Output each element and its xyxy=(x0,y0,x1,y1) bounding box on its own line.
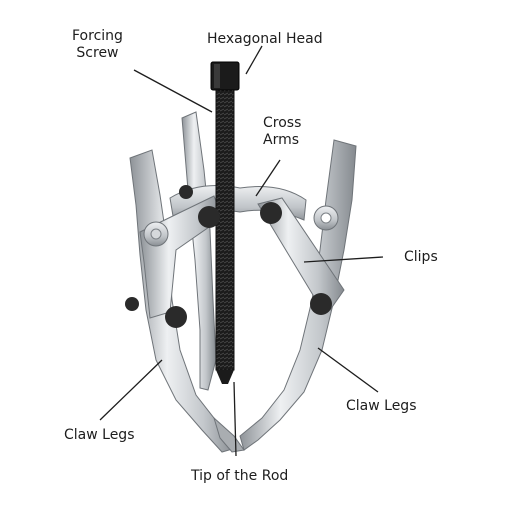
label-cross-arms: Cross Arms xyxy=(263,115,301,149)
leader-tip-of-rod xyxy=(233,381,237,457)
leader-forcing-screw xyxy=(133,69,213,113)
right-arm-clip xyxy=(257,197,345,311)
bolt xyxy=(165,306,187,328)
label-forcing-screw-line1: Forcing xyxy=(72,28,123,44)
label-claw-legs-right: Claw Legs xyxy=(346,398,417,414)
back-claw-leg xyxy=(181,111,217,391)
leader-claw-legs-right xyxy=(317,347,379,393)
label-cross-arms-line2: Arms xyxy=(263,132,300,148)
leader-claw-legs-left xyxy=(99,359,163,421)
screw-tip xyxy=(216,370,234,384)
forcing-screw xyxy=(215,85,235,371)
label-forcing-screw-line2: Screw xyxy=(76,45,119,61)
bolt xyxy=(125,297,139,311)
bolt xyxy=(198,206,220,228)
label-cross-arms-line1: Cross xyxy=(263,115,302,131)
label-forcing-screw: Forcing Screw xyxy=(72,28,123,62)
label-hexagonal-head: Hexagonal Head xyxy=(207,31,323,47)
leader-cross-arms xyxy=(255,159,281,197)
leader-hexagonal-head xyxy=(245,45,263,75)
bolt xyxy=(179,185,193,199)
leader-clips xyxy=(303,256,384,263)
bolt xyxy=(260,202,282,224)
bolt xyxy=(310,293,332,315)
label-tip-of-rod: Tip of the Rod xyxy=(191,468,289,484)
label-claw-legs-left: Claw Legs xyxy=(64,427,135,443)
label-clips: Clips xyxy=(404,249,438,265)
